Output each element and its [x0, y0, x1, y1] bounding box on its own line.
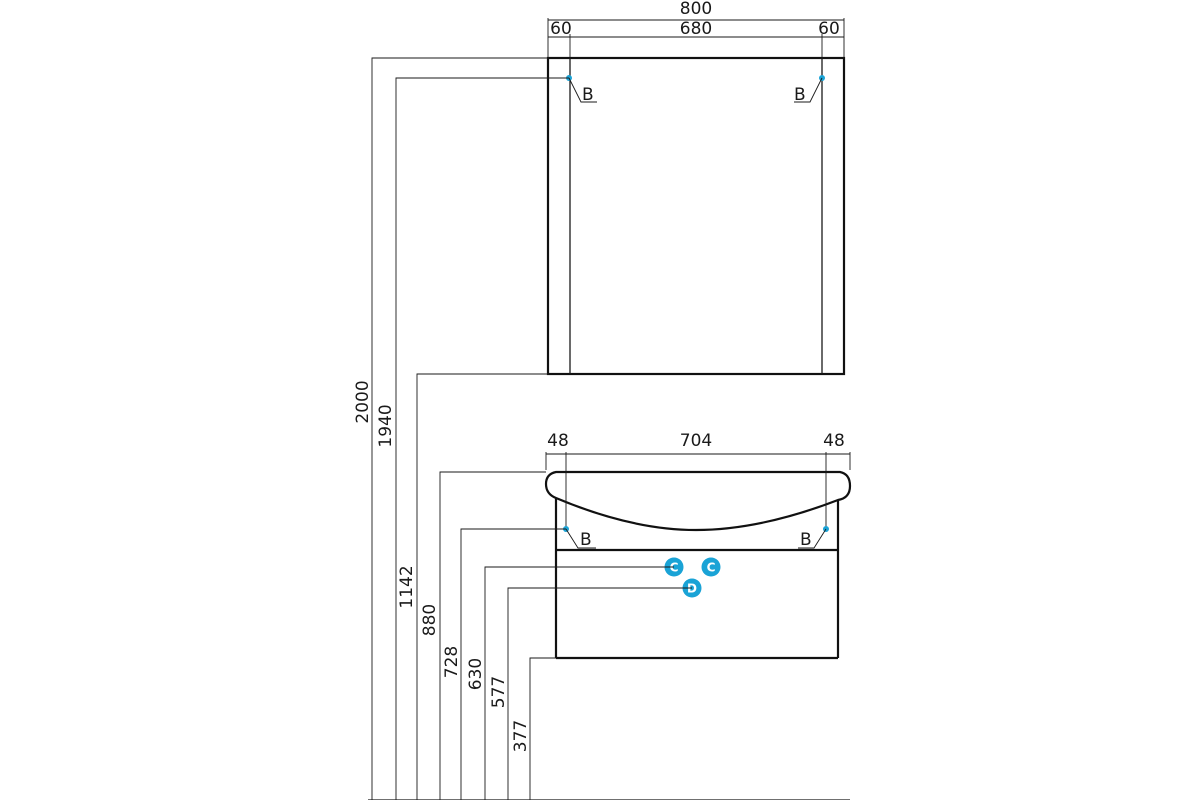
dim-630-line	[484, 566, 674, 800]
marker-d-label: D	[687, 582, 697, 596]
marker-c-right-label: C	[707, 561, 716, 575]
cabinet-width-right: 48	[823, 431, 845, 451]
cabinet-mount-leader-right	[798, 528, 827, 549]
basin-outline	[544, 470, 852, 532]
height-1940: 1940	[376, 404, 396, 447]
dim-377-line	[529, 657, 556, 800]
dim-1940-line	[395, 77, 569, 800]
height-dimensions: 2000 1940 1142 880 728 630 577 377	[353, 57, 692, 800]
cabinet-mount-label-left: B	[580, 530, 592, 550]
dim-880-line	[439, 471, 546, 800]
cabinet-width-left: 48	[547, 431, 569, 451]
mirror-outer-frame	[546, 56, 846, 376]
mirror-width-right: 60	[818, 19, 840, 39]
height-880: 880	[420, 604, 440, 636]
height-577: 577	[489, 676, 509, 708]
mirror-mount-label-left: B	[582, 85, 594, 105]
height-728: 728	[442, 646, 462, 678]
mirror-mount-leader-right	[794, 77, 823, 103]
dim-1142-line	[416, 373, 548, 800]
dim-577-line	[507, 587, 692, 800]
height-377: 377	[511, 720, 531, 752]
mirror-group: 800 60 680 60 B B	[546, 0, 846, 376]
cabinet-group: 48 704 48 B B C C D	[544, 431, 852, 660]
cabinet-width-center: 704	[680, 431, 712, 451]
marker-c-right	[701, 557, 721, 577]
mirror-mount-label-right: B	[794, 85, 806, 105]
cabinet-mount-label-right: B	[800, 530, 812, 550]
mirror-width-left: 60	[550, 19, 572, 39]
height-630: 630	[466, 658, 486, 690]
dim-728-line	[460, 528, 566, 800]
cabinet-mount-leader-left	[565, 528, 596, 549]
mirror-width-total: 800	[680, 0, 712, 19]
height-1142: 1142	[397, 565, 417, 608]
mirror-width-center: 680	[680, 19, 712, 39]
mirror-mount-leader-left	[568, 77, 597, 103]
dim-2000-line	[371, 57, 548, 800]
marker-c-left-label: C	[670, 561, 679, 575]
height-2000: 2000	[353, 380, 373, 423]
